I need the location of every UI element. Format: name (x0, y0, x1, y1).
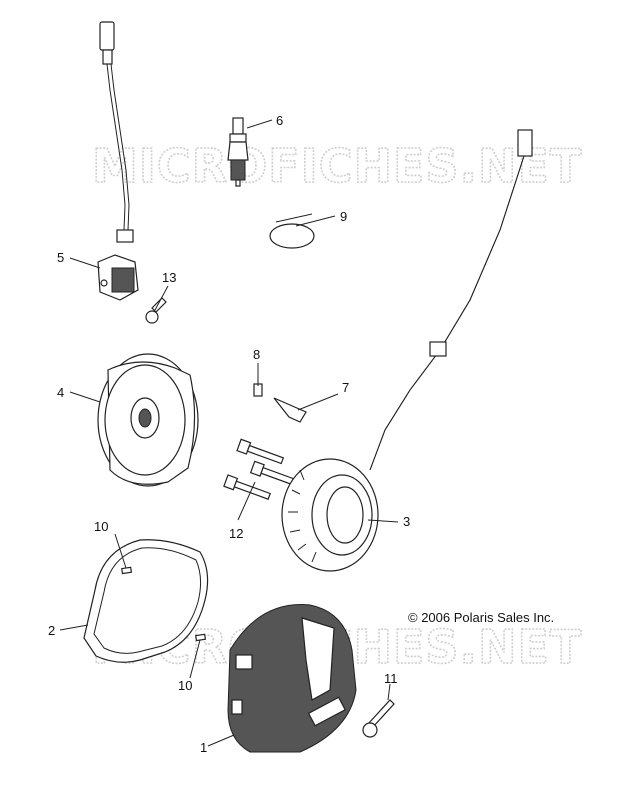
cable-tie (269, 213, 315, 249)
callout-11: 11 (384, 671, 398, 686)
callout-12: 12 (229, 526, 243, 541)
screw-13 (145, 297, 167, 324)
callout-8: 8 (253, 347, 260, 362)
callout-7: 7 (342, 380, 349, 395)
watermark-top: MICROFICHES.NET (92, 139, 582, 193)
flywheel (97, 353, 199, 487)
callout-2: 2 (48, 623, 55, 638)
spark-plug (227, 117, 249, 187)
callout-6: 6 (276, 113, 283, 128)
callout-9: 9 (340, 209, 347, 224)
dowel-pins (121, 566, 207, 642)
callout-4: 4 (57, 385, 64, 400)
callout-3: 3 (403, 514, 410, 529)
pickup-sensor-assembly (97, 21, 139, 301)
magneto-cover (227, 604, 357, 753)
bracket (273, 397, 307, 423)
leader-lines (59, 119, 399, 747)
bolts-12 (223, 438, 294, 500)
bolt-11 (362, 699, 395, 738)
stator-assembly (281, 129, 533, 572)
gasket (83, 539, 209, 663)
callout-5: 5 (57, 250, 64, 265)
callout-10-upper: 10 (94, 519, 108, 534)
callout-1: 1 (200, 740, 207, 755)
copyright-notice: © 2006 Polaris Sales Inc. (408, 610, 554, 625)
callout-10-lower: 10 (178, 678, 192, 693)
callout-13: 13 (162, 270, 176, 285)
